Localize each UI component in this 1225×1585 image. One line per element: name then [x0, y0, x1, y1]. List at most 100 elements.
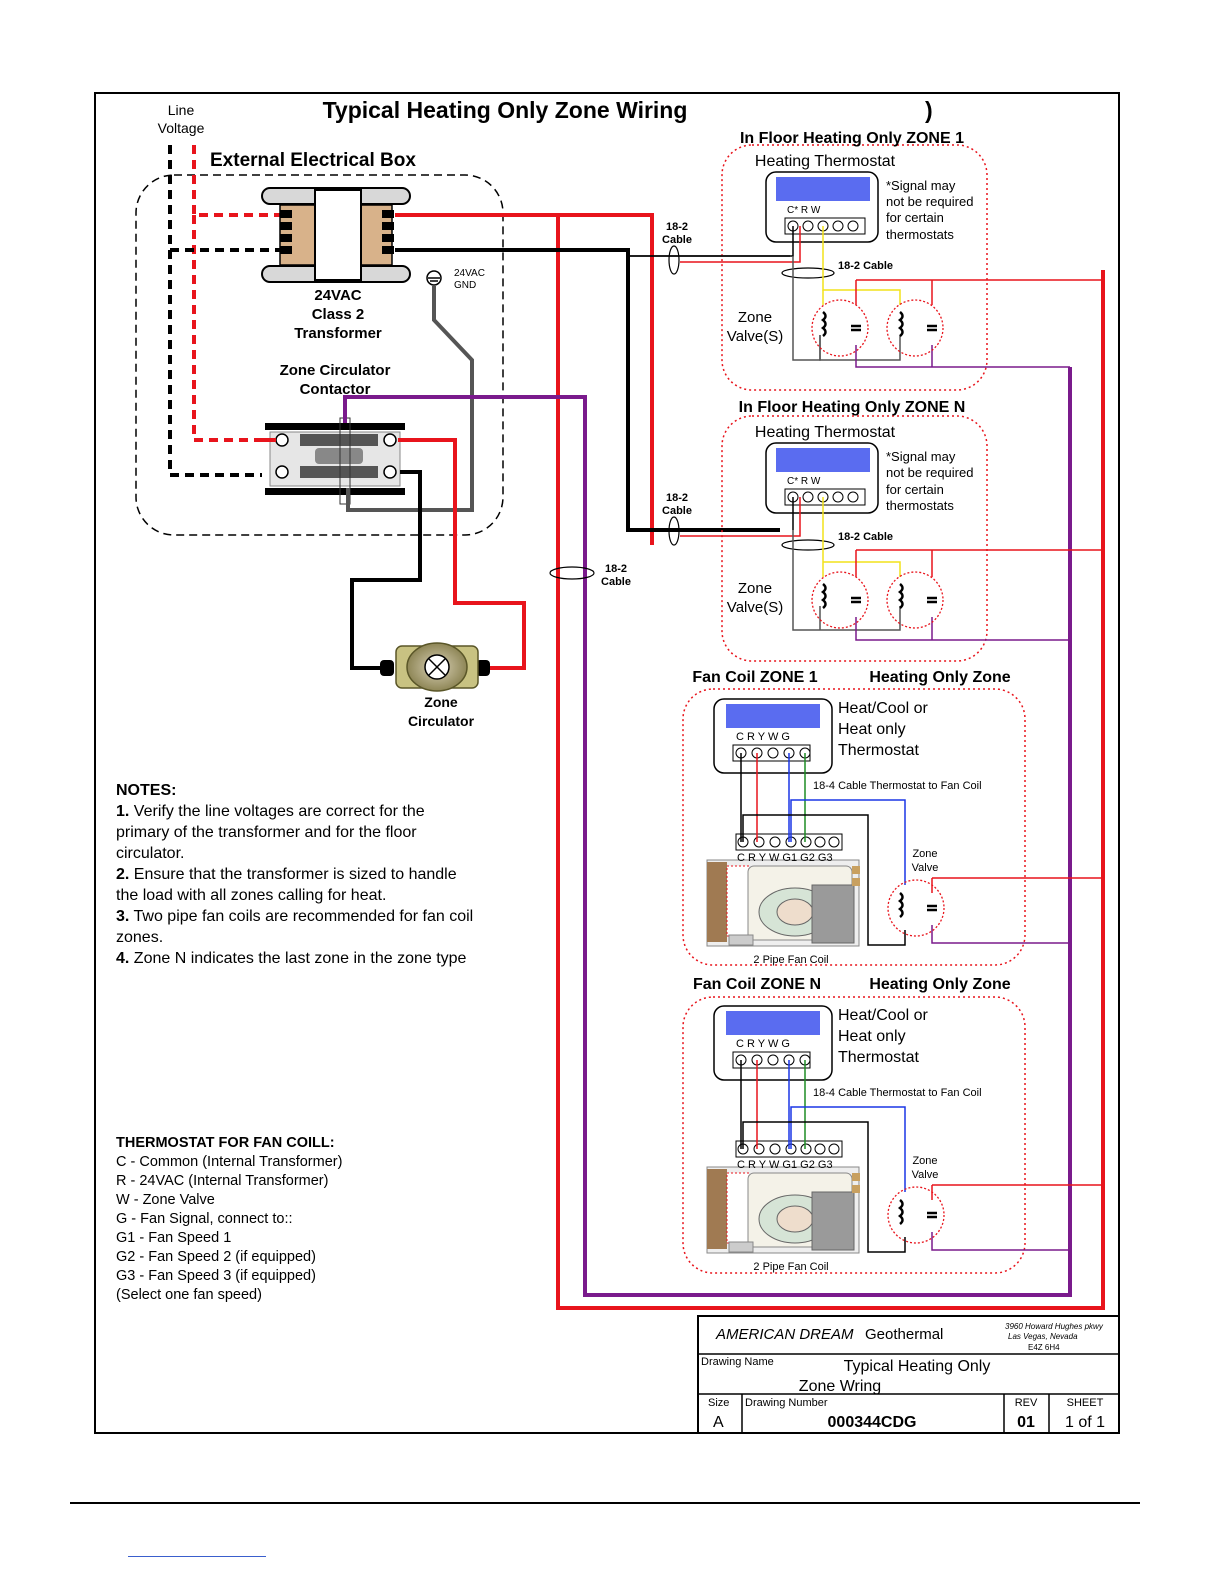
floor-zone-n-title: In Floor Heating Only ZONE N	[739, 399, 966, 416]
cable-label-b-1: 18-2	[666, 492, 688, 504]
contactor	[265, 417, 405, 505]
legend-item: R - 24VAC (Internal Transformer)	[116, 1173, 329, 1189]
fan-zone-n-thermostat-2: Heat only	[838, 1028, 906, 1045]
legend-heading: THERMOSTAT FOR FAN COILL:	[116, 1135, 335, 1151]
size-label: Size	[708, 1397, 729, 1409]
title-block	[697, 1315, 1120, 1434]
note-number: 1.	[116, 803, 130, 820]
transformer-label-1: 24VAC	[314, 287, 361, 304]
fan-zone-n-thermostat-3: Thermostat	[838, 1049, 919, 1066]
fan-zone-n	[682, 996, 1103, 1274]
fan-zone-1-coil-terminals: C R Y W G1 G2 G3	[737, 852, 833, 864]
fan-zone-1-thermostat-1: Heat/Cool or	[838, 700, 928, 717]
fan-zone-n-valve-2: Valve	[912, 1169, 939, 1181]
fan-zone-1-valve-2: Valve	[912, 862, 939, 874]
electrical-box	[135, 174, 504, 536]
floor-zone-n-cable: 18-2 Cable	[838, 531, 893, 543]
legend-item: G2 - Fan Speed 2 (if equipped)	[116, 1249, 316, 1265]
cable-label-c-1: 18-2	[605, 563, 627, 575]
fan-zone-1-terminals: C R Y W G	[736, 731, 790, 743]
rev-label: REV	[1015, 1397, 1038, 1409]
drawing-name-1: Typical Heating Only	[844, 1358, 991, 1375]
note-item: 1. Verify the line voltages are correct …	[116, 801, 476, 864]
floor-zone-n-note-1: *Signal may	[886, 449, 956, 464]
floor-zone-n-note-4: thermostats	[886, 498, 954, 513]
drawing-title: Typical Heating Only Zone Wiring	[323, 97, 688, 123]
number-label: Drawing Number	[745, 1397, 828, 1409]
floor-zone-n-valve-2: Valve(S)	[727, 599, 783, 616]
floor-zone-1-valve-2: Valve(S)	[727, 328, 783, 345]
fan-zone-1-thermostat-3: Thermostat	[838, 742, 919, 759]
floor-zone-n-thermostat: Heating Thermostat	[755, 424, 896, 441]
circulator-label-1: Zone	[424, 694, 458, 710]
fan-zone-n-thermostat-1: Heat/Cool or	[838, 1007, 928, 1024]
floor-zone-1-note-1: *Signal may	[886, 178, 956, 193]
drawing-name-label: Drawing Name	[701, 1356, 774, 1368]
cable-markers	[549, 245, 835, 580]
gnd-label-1: 24VAC	[454, 268, 485, 279]
floor-zone-n-terminals: C* R W	[787, 476, 821, 487]
fan-zone-n-subtitle: Heating Only Zone	[869, 976, 1010, 993]
fan-zone-n-terminals: C R Y W G	[736, 1038, 790, 1050]
address-1: 3960 Howard Hughes pkwy	[1005, 1322, 1104, 1331]
note-text: Ensure that the transformer is sized to …	[116, 866, 457, 904]
electrical-box-title: External Electrical Box	[210, 150, 416, 171]
legend-item: G - Fan Signal, connect to::	[116, 1211, 293, 1227]
floor-zone-n	[680, 415, 1103, 662]
floor-zone-1-cable: 18-2 Cable	[838, 260, 893, 272]
fan-zone-n-title: Fan Coil ZONE N	[693, 976, 821, 993]
floor-zone-n-note-3: for certain	[886, 482, 944, 497]
note-text: Two pipe fan coils are recommended for f…	[116, 908, 474, 946]
sheet-label: SHEET	[1067, 1397, 1104, 1409]
note-number: 2.	[116, 866, 130, 883]
floor-zone-1	[628, 144, 1103, 391]
notes-section: NOTES: 1. Verify the line voltages are c…	[116, 780, 476, 969]
line-voltage-label-1: Line	[168, 102, 195, 118]
rev-value: 01	[1017, 1414, 1035, 1431]
legend-item: C - Common (Internal Transformer)	[116, 1154, 343, 1170]
cable-label-a-1: 18-2	[666, 221, 688, 233]
fan-zone-n-cable: 18-4 Cable Thermostat to Fan Coil	[813, 1087, 982, 1099]
fan-zone-1-coil: 2 Pipe Fan Coil	[753, 954, 828, 966]
floor-zone-n-note-2: not be required	[886, 465, 973, 480]
legend-item: G1 - Fan Speed 1	[116, 1230, 232, 1246]
floor-zone-1-thermostat: Heating Thermostat	[755, 153, 896, 170]
fan-zone-1-valve-1: Zone	[912, 848, 937, 860]
cable-label-c-2: Cable	[601, 576, 631, 588]
number-value: 000344CDG	[828, 1414, 917, 1431]
title-paren: )	[925, 97, 933, 123]
contactor-label-2: Contactor	[300, 381, 371, 398]
floor-zone-1-note-4: thermostats	[886, 227, 954, 242]
line-voltage-wires	[168, 145, 280, 477]
fan-zone-1-subtitle: Heating Only Zone	[869, 669, 1010, 686]
note-text: Verify the line voltages are correct for…	[116, 803, 425, 862]
footer-rule	[70, 1502, 1140, 1504]
fan-zone-1	[682, 688, 1103, 966]
fan-zone-1-thermostat-2: Heat only	[838, 721, 906, 738]
note-text: Zone N indicates the last zone in the zo…	[133, 950, 467, 967]
notes-heading: NOTES:	[116, 782, 177, 799]
cable-label-a-2: Cable	[662, 234, 692, 246]
legend-item: G3 - Fan Speed 3 (if equipped)	[116, 1268, 316, 1284]
company-name-2: Geothermal	[865, 1326, 943, 1343]
line-voltage-label-2: Voltage	[158, 120, 205, 136]
floor-zone-1-title: In Floor Heating Only ZONE 1	[740, 130, 964, 147]
fan-zone-1-title: Fan Coil ZONE 1	[692, 669, 817, 686]
floor-zone-1-valve-1: Zone	[738, 309, 772, 326]
note-number: 3.	[116, 908, 130, 925]
footer-link[interactable]	[128, 1556, 266, 1557]
note-item: 4. Zone N indicates the last zone in the…	[116, 948, 476, 969]
drawing-name-2: Zone Wring	[799, 1378, 881, 1395]
size-value: A	[713, 1414, 724, 1431]
cable-label-b-2: Cable	[662, 505, 692, 517]
legend-item: (Select one fan speed)	[116, 1287, 262, 1303]
transformer-label-2: Class 2	[312, 306, 365, 323]
note-number: 4.	[116, 950, 130, 967]
gnd-label-2: GND	[454, 280, 476, 291]
floor-zone-1-terminals: C* R W	[787, 205, 821, 216]
drawing-frame	[94, 92, 1120, 1434]
legend-item: W - Zone Valve	[116, 1192, 215, 1208]
floor-zone-1-note-3: for certain	[886, 210, 944, 225]
transformer-label-3: Transformer	[294, 325, 382, 342]
